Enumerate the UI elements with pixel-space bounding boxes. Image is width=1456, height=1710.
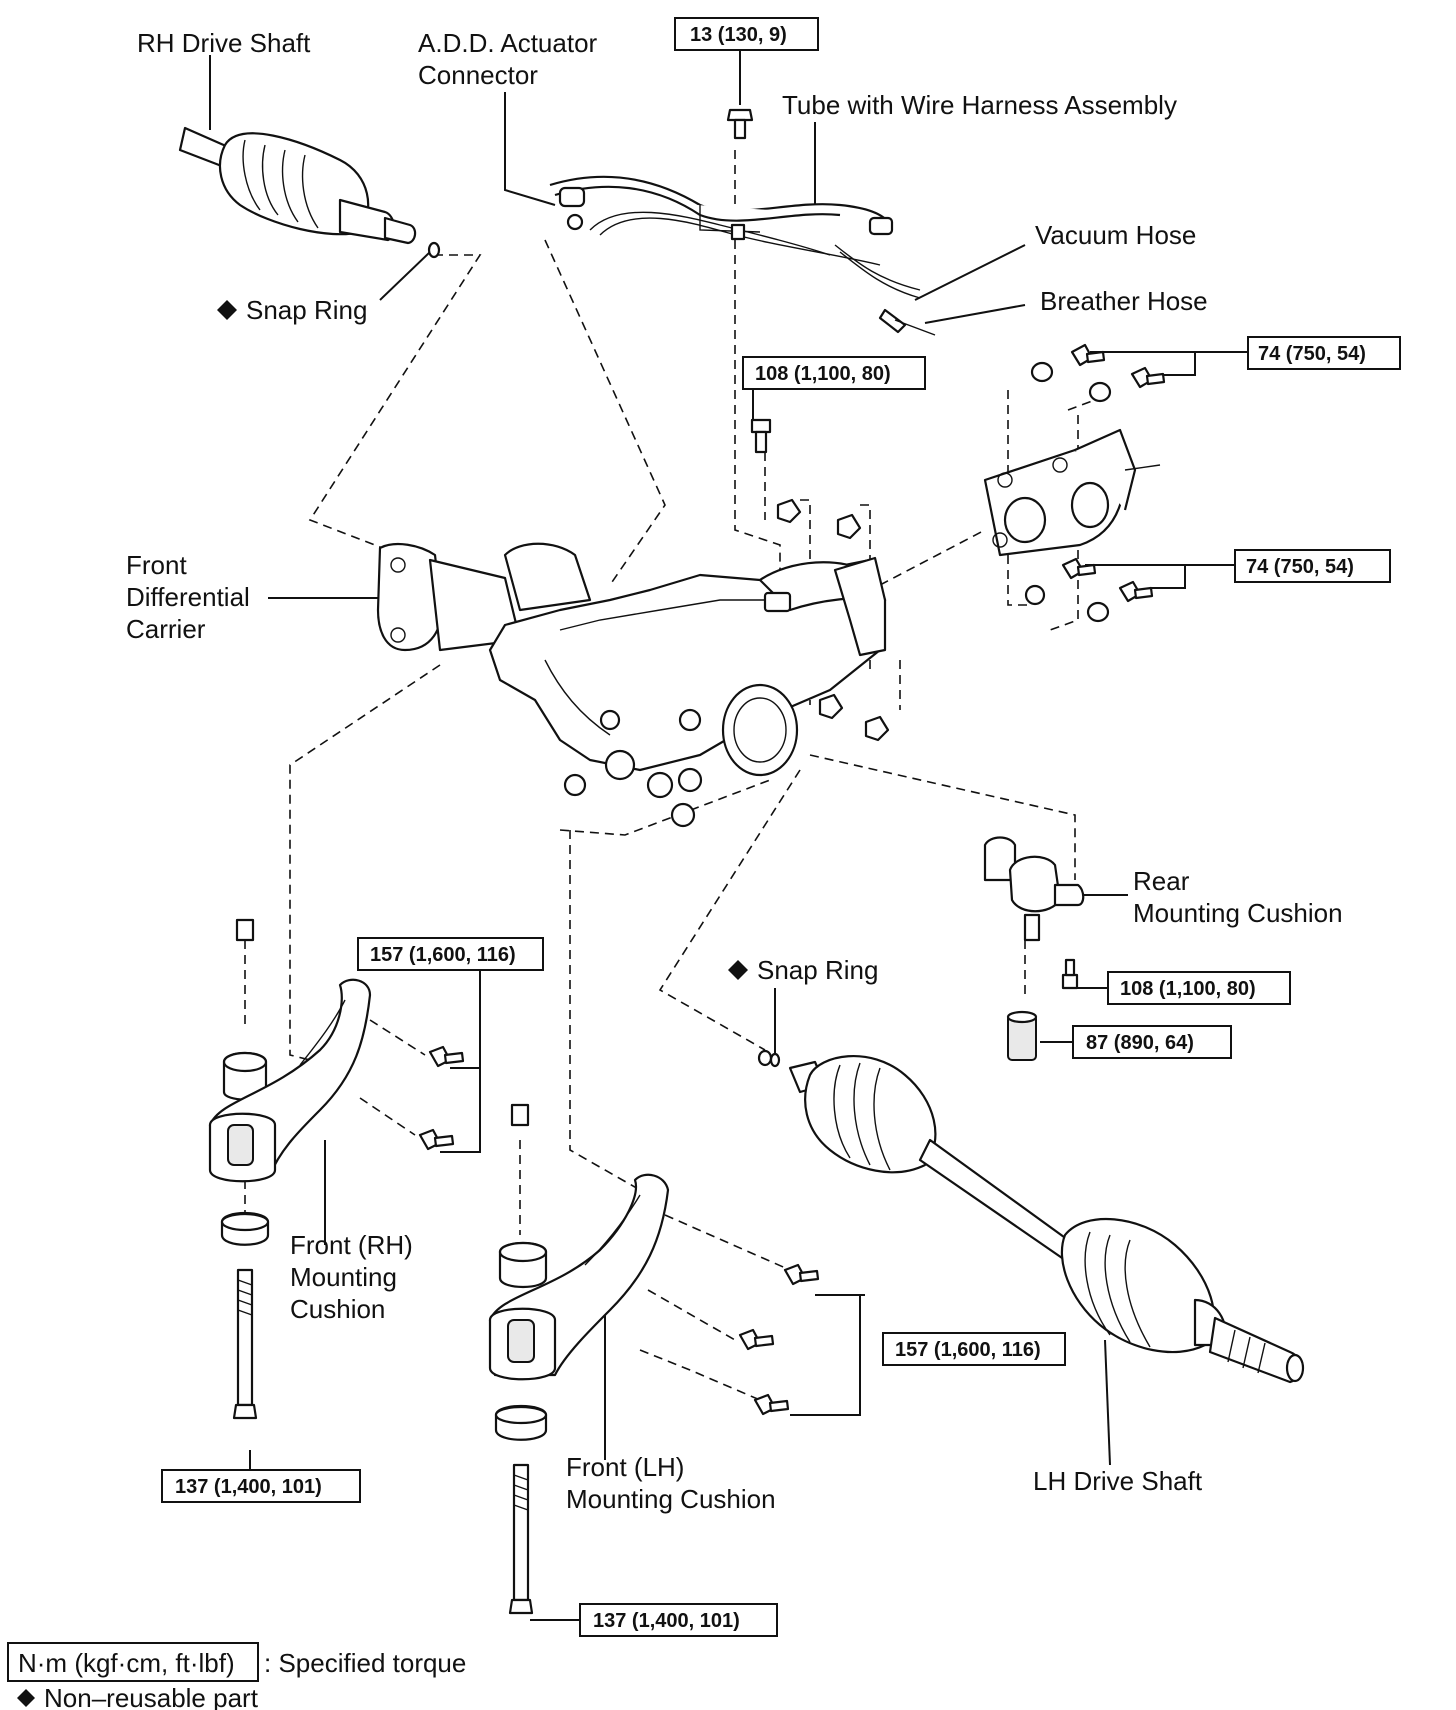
label-rear-cushion-2: Mounting Cushion (1133, 898, 1343, 928)
svg-text:74 (750, 54): 74 (750, 54) (1246, 556, 1354, 578)
tube-wire-harness (549, 175, 894, 266)
svg-text:108 (1,100, 80): 108 (1,100, 80) (755, 363, 891, 385)
label-front-rh-3: Cushion (290, 1294, 385, 1324)
front-lh-mounting-cushion (488, 1103, 820, 1615)
nonreusable-diamond-icon (217, 300, 237, 320)
svg-text:157 (1,600, 116): 157 (1,600, 116) (895, 1339, 1041, 1361)
rear-flange-bracket (983, 428, 1161, 557)
legend-unit-text: : Specified torque (264, 1648, 466, 1678)
torque-box-108-top: 108 (1,100, 80) (742, 356, 926, 390)
svg-text:157 (1,600, 116): 157 (1,600, 116) (370, 944, 516, 966)
svg-text:137 (1,400, 101): 137 (1,400, 101) (175, 1476, 322, 1498)
torque-box-87: 87 (890, 64) (1072, 1025, 1232, 1059)
torque-callouts: 13 (130, 9) 108 (1,100, 80) 74 (750, 54)… (161, 17, 1401, 1637)
legend-unit-box: N·m (kgf·cm, ft·lbf) (18, 1648, 235, 1678)
svg-text:137 (1,400, 101): 137 (1,400, 101) (593, 1610, 740, 1632)
svg-text:74 (750, 54): 74 (750, 54) (1258, 343, 1366, 365)
label-rear-cushion-1: Rear (1133, 866, 1190, 896)
torque-box-108-rear: 108 (1,100, 80) (1107, 971, 1291, 1005)
leader-lines (209, 48, 1248, 1621)
legend-nonreusable: Non–reusable part (44, 1683, 259, 1710)
snap-ring-bottom-part (769, 1052, 781, 1068)
torque-box-137-rh: 137 (1,400, 101) (161, 1469, 361, 1503)
label-front-lh-1: Front (LH) (566, 1452, 684, 1482)
torque-box-137-lh: 137 (1,400, 101) (579, 1603, 778, 1637)
label-front-diff-3: Carrier (126, 614, 206, 644)
label-snap-ring-top: Snap Ring (246, 295, 367, 325)
torque-box-74-b: 74 (750, 54) (1234, 549, 1391, 583)
dashed-guide-lines (244, 150, 1096, 1401)
bolt-108-top (750, 418, 772, 454)
front-differential-carrier (376, 542, 887, 828)
washers-bolts-74 (1024, 343, 1166, 623)
nonreusable-diamond-icon (17, 1689, 35, 1707)
rh-drive-shaft (178, 126, 441, 259)
label-front-rh-2: Mounting (290, 1262, 397, 1292)
label-vacuum-hose: Vacuum Hose (1035, 220, 1196, 250)
front-rh-mounting-cushion (208, 918, 465, 1420)
torque-box-157-rh: 157 (1,600, 116) (357, 937, 544, 971)
torque-box-157-lh: 157 (1,600, 116) (882, 1332, 1066, 1366)
hoses (834, 244, 936, 336)
label-front-diff-1: Front (126, 550, 187, 580)
svg-text:13 (130, 9): 13 (130, 9) (690, 24, 787, 46)
label-snap-ring-bottom: Snap Ring (757, 955, 878, 985)
nonreusable-diamond-icon (728, 960, 748, 980)
legend: N·m (kgf·cm, ft·lbf) : Specified torque … (7, 1642, 466, 1710)
label-rh-drive-shaft: RH Drive Shaft (137, 28, 311, 58)
torque-box-74-a: 74 (750, 54) (1247, 336, 1401, 370)
label-front-rh-1: Front (RH) (290, 1230, 413, 1260)
label-front-diff-2: Differential (126, 582, 250, 612)
rear-mounting-cushion (983, 836, 1085, 1061)
label-breather-hose: Breather Hose (1040, 286, 1208, 316)
svg-text:108 (1,100, 80): 108 (1,100, 80) (1120, 978, 1256, 1000)
label-front-lh-2: Mounting Cushion (566, 1484, 776, 1514)
label-tube-harness: Tube with Wire Harness Assembly (782, 90, 1177, 120)
label-add-actuator-2: Connector (418, 60, 538, 90)
torque-box-13: 13 (130, 9) (674, 17, 819, 51)
label-add-actuator-1: A.D.D. Actuator (418, 28, 598, 58)
part-labels: RH Drive Shaft A.D.D. Actuator Connector… (126, 28, 1343, 1514)
carrier-nuts (776, 498, 890, 742)
bolt-13 (726, 108, 754, 140)
svg-text:87 (890, 64): 87 (890, 64) (1086, 1032, 1194, 1054)
lh-drive-shaft (757, 1049, 1305, 1384)
label-lh-drive-shaft: LH Drive Shaft (1033, 1466, 1203, 1496)
